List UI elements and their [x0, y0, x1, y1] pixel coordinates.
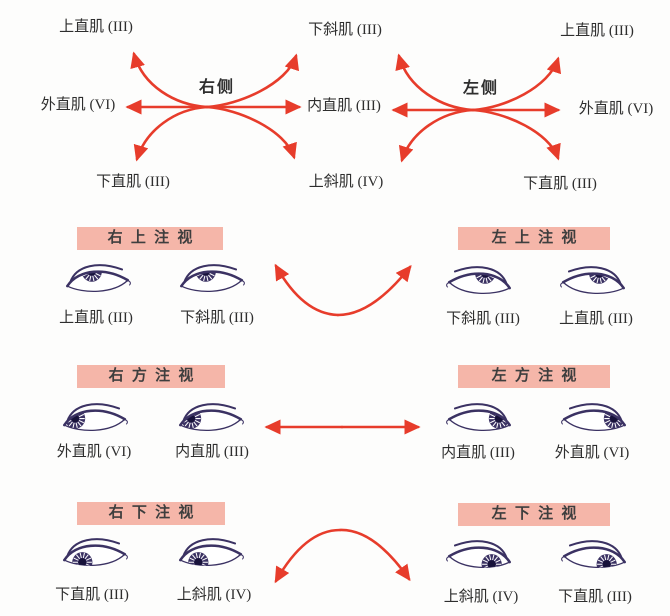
- label-lateral-rectus-right: 外直肌 (VI): [40, 97, 116, 113]
- eye-side-gaze-icon: [60, 399, 132, 441]
- banner-left-up-gaze: 左上注视: [458, 227, 610, 250]
- label-inferior-rectus-left: 下直肌 (III): [523, 176, 597, 192]
- eye-down-gaze-icon: [557, 536, 629, 578]
- eye-down-gaze-icon: [442, 536, 514, 578]
- eye-up-gaze-icon: [556, 262, 628, 304]
- muscle-label: 下直肌 (III): [55, 587, 129, 603]
- banner-right-gaze: 右方注视: [77, 365, 225, 388]
- muscle-label: 外直肌 (VI): [56, 444, 132, 460]
- banner-right-down-gaze: 右下注视: [77, 502, 225, 525]
- muscle-label: 内直肌 (III): [441, 445, 515, 461]
- right-side-cross-arrows: [125, 51, 302, 162]
- title-right-side: 右侧: [198, 79, 235, 96]
- muscle-label: 内直肌 (III): [175, 444, 249, 460]
- eye-side-gaze-icon: [442, 399, 514, 441]
- muscle-label: 下直肌 (III): [558, 589, 632, 605]
- banner-left-down-gaze: 左下注视: [458, 503, 610, 526]
- muscle-label: 上直肌 (III): [559, 311, 633, 327]
- muscle-label: 外直肌 (VI): [554, 445, 630, 461]
- label-inferior-rectus-right: 下直肌 (III): [96, 174, 170, 190]
- eye-up-gaze-icon: [177, 260, 249, 302]
- label-inferior-oblique-shared: 下斜肌 (III): [308, 22, 382, 38]
- banner-right-up-gaze: 右上注视: [77, 227, 223, 250]
- upgaze-curve-arrow: [274, 263, 412, 317]
- left-side-cross-arrows: [391, 53, 562, 163]
- label-superior-rectus-right: 上直肌 (III): [59, 19, 133, 35]
- muscle-label: 上直肌 (III): [59, 310, 133, 326]
- eye-side-gaze-icon: [176, 399, 248, 441]
- eye-up-gaze-icon: [63, 260, 135, 302]
- muscle-label: 下斜肌 (III): [180, 310, 254, 326]
- downgaze-curve-arrow: [274, 528, 411, 584]
- label-superior-rectus-left: 上直肌 (III): [560, 23, 634, 39]
- eye-down-gaze-icon: [60, 534, 132, 576]
- eye-up-gaze-icon: [442, 262, 514, 304]
- eye-side-gaze-icon: [557, 399, 629, 441]
- muscle-label: 上斜肌 (IV): [176, 587, 252, 603]
- eye-down-gaze-icon: [176, 534, 248, 576]
- label-medial-rectus-shared: 内直肌 (III): [307, 98, 381, 114]
- label-lateral-rectus-left: 外直肌 (VI): [578, 101, 654, 117]
- label-superior-oblique-shared: 上斜肌 (IV): [308, 174, 384, 190]
- title-left-side: 左侧: [462, 80, 499, 97]
- muscle-label: 下斜肌 (III): [446, 311, 520, 327]
- muscle-label: 上斜肌 (IV): [443, 589, 519, 605]
- banner-left-gaze: 左方注视: [458, 365, 610, 388]
